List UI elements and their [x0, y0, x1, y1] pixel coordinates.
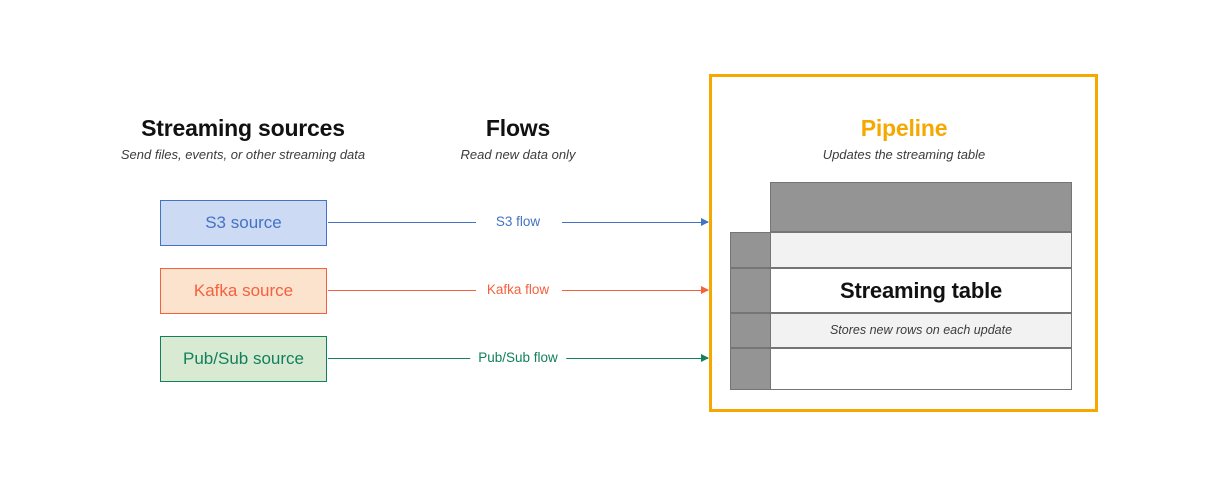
- pipeline-container: [709, 74, 1098, 412]
- streaming-table-title: Streaming table: [839, 277, 1003, 303]
- source-box-s3[interactable]: S3 source: [160, 200, 327, 246]
- connector-kafka-left: [328, 290, 476, 291]
- table-row-stub: [730, 232, 771, 268]
- table-row-body: [770, 232, 1072, 268]
- table-row-stub: [730, 348, 771, 390]
- pipeline-heading: Pipeline: [860, 115, 948, 141]
- table-row: [730, 348, 1072, 390]
- connector-s3-right: [562, 222, 708, 223]
- source-box-pubsub[interactable]: Pub/Sub source: [160, 336, 327, 382]
- connector-pubsub-left: [328, 358, 476, 359]
- streaming-table-subtitle: Stores new rows on each update: [829, 323, 1013, 337]
- source-box-kafka[interactable]: Kafka source: [160, 268, 327, 314]
- source-box-kafka-label: Kafka source: [193, 281, 294, 300]
- table-row: Streaming table: [730, 268, 1072, 313]
- source-box-s3-label: S3 source: [205, 213, 282, 232]
- connector-pubsub-right: [562, 358, 708, 359]
- flow-label-pubsub[interactable]: Pub/Sub flow: [470, 350, 566, 366]
- arrow-head-kafka-icon: [701, 286, 709, 294]
- table-row-stub: [730, 268, 771, 313]
- streaming-sources-subtitle: Send files, events, or other streaming d…: [120, 147, 366, 162]
- streaming-table: Streaming table Stores new rows on each …: [730, 182, 1072, 390]
- streaming-table-header-row: [770, 182, 1072, 232]
- connector-s3-left: [328, 222, 476, 223]
- table-row-body: Stores new rows on each update: [770, 313, 1072, 348]
- table-row-stub: [730, 313, 771, 348]
- flows-subtitle: Read new data only: [460, 147, 576, 162]
- connector-kafka-right: [562, 290, 708, 291]
- flow-label-kafka[interactable]: Kafka flow: [478, 282, 558, 298]
- table-row: [730, 232, 1072, 268]
- arrow-head-pubsub-icon: [701, 354, 709, 362]
- source-box-pubsub-label: Pub/Sub source: [183, 349, 304, 368]
- streaming-sources-heading: Streaming sources: [141, 115, 345, 141]
- table-row-body: Streaming table: [770, 268, 1072, 313]
- arrow-head-s3-icon: [701, 218, 709, 226]
- table-row-body: [770, 348, 1072, 390]
- flows-heading: Flows: [485, 115, 551, 141]
- table-row: Stores new rows on each update: [730, 313, 1072, 348]
- pipeline-subtitle: Updates the streaming table: [822, 147, 986, 162]
- flow-label-s3[interactable]: S3 flow: [487, 214, 549, 230]
